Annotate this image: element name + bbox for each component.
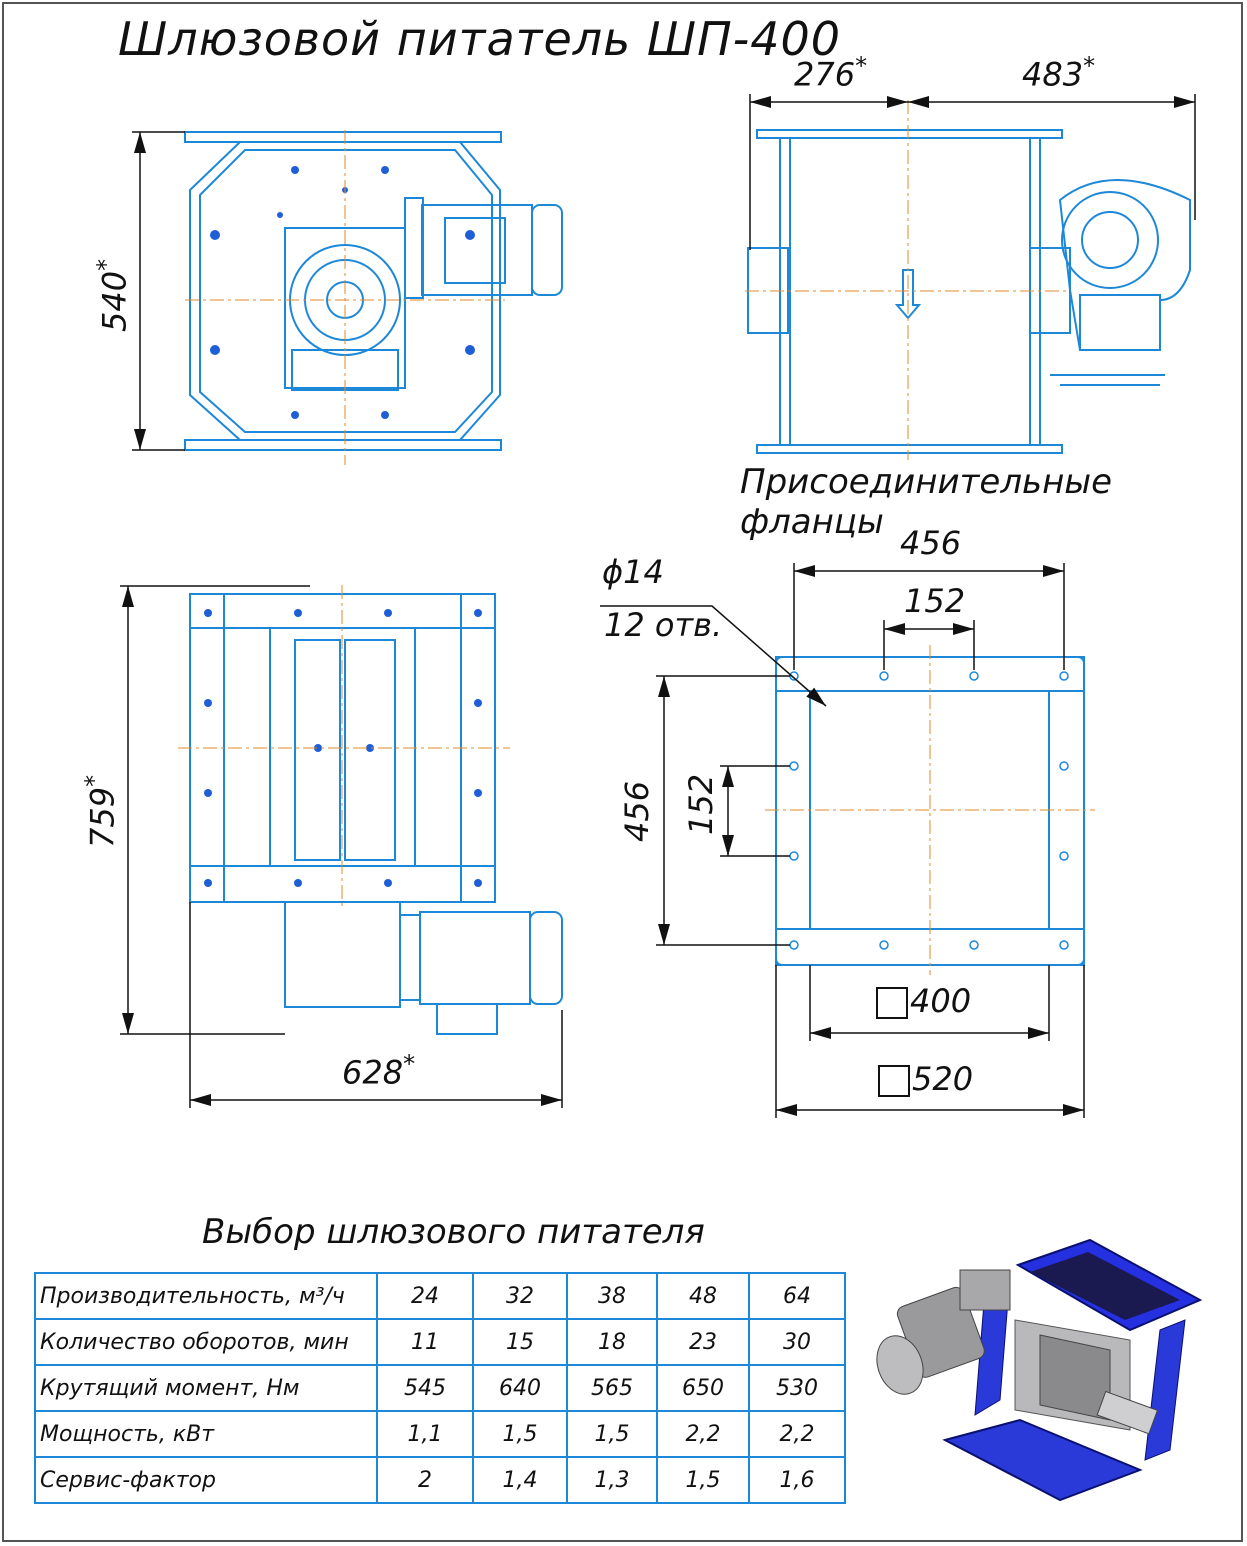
table-cell: 24 <box>376 1272 474 1320</box>
front-view <box>189 593 563 1035</box>
table-cell: 11 <box>376 1318 474 1366</box>
dim-flange-pitch-h: 152 <box>682 773 720 835</box>
dim-top-height: 540* <box>92 258 134 332</box>
square-symbol-icon <box>876 987 908 1019</box>
table-cell: 1,5 <box>566 1410 658 1458</box>
table-cell: 1,1 <box>376 1410 474 1458</box>
dim-hole-count: 12 отв. <box>604 606 723 644</box>
dim-inner-square: 400 <box>876 982 971 1020</box>
dim-hole-diameter: ϕ14 <box>602 553 664 591</box>
table-cell: 545 <box>376 1364 474 1412</box>
dim-flange-outer-w: 456 <box>900 524 962 562</box>
table-cell: 32 <box>472 1272 568 1320</box>
dim-flange-pitch-w: 152 <box>904 582 966 620</box>
table-cell: 2 <box>376 1456 474 1504</box>
table-cell: 30 <box>748 1318 846 1366</box>
dim-side-right: 483* <box>1022 52 1096 94</box>
table-cell: 64 <box>748 1272 846 1320</box>
table-cell: 23 <box>656 1318 750 1366</box>
dim-outer-square: 520 <box>878 1060 973 1098</box>
table-cell: 565 <box>566 1364 658 1412</box>
table-cell: 1,4 <box>472 1456 568 1504</box>
top-view <box>184 131 563 451</box>
table-cell: 530 <box>748 1364 846 1412</box>
table-cell: 15 <box>472 1318 568 1366</box>
square-symbol-icon <box>878 1065 910 1097</box>
table-cell: 48 <box>656 1272 750 1320</box>
table-cell: 1,3 <box>566 1456 658 1504</box>
table-cell: 2,2 <box>748 1410 846 1458</box>
feeder-3d-render <box>876 1238 1203 1502</box>
row-label: Количество оборотов, мин <box>34 1318 378 1366</box>
table-cell: 650 <box>656 1364 750 1412</box>
dim-front-height: 759* <box>80 774 122 848</box>
table-cell: 1,5 <box>656 1456 750 1504</box>
dim-flange-outer-h: 456 <box>618 780 656 842</box>
table-cell: 18 <box>566 1318 658 1366</box>
dim-front-width: 628* <box>342 1050 416 1092</box>
table-cell: 640 <box>472 1364 568 1412</box>
row-label: Мощность, кВт <box>34 1410 378 1458</box>
row-label: Производительность, м³/ч <box>34 1272 378 1320</box>
table-cell: 1,5 <box>472 1410 568 1458</box>
table-cell: 2,2 <box>656 1410 750 1458</box>
row-label: Сервис-фактор <box>34 1456 378 1504</box>
dim-side-left: 276* <box>794 52 868 94</box>
table-cell: 38 <box>566 1272 658 1320</box>
selection-caption: Выбор шлюзового питателя <box>202 1212 705 1252</box>
row-label: Крутящий момент, Нм <box>34 1364 378 1412</box>
page-title: Шлюзовой питатель ШП-400 <box>118 12 842 66</box>
flanges-caption: Присоединительные фланцы <box>740 462 1113 542</box>
table-cell: 1,6 <box>748 1456 846 1504</box>
